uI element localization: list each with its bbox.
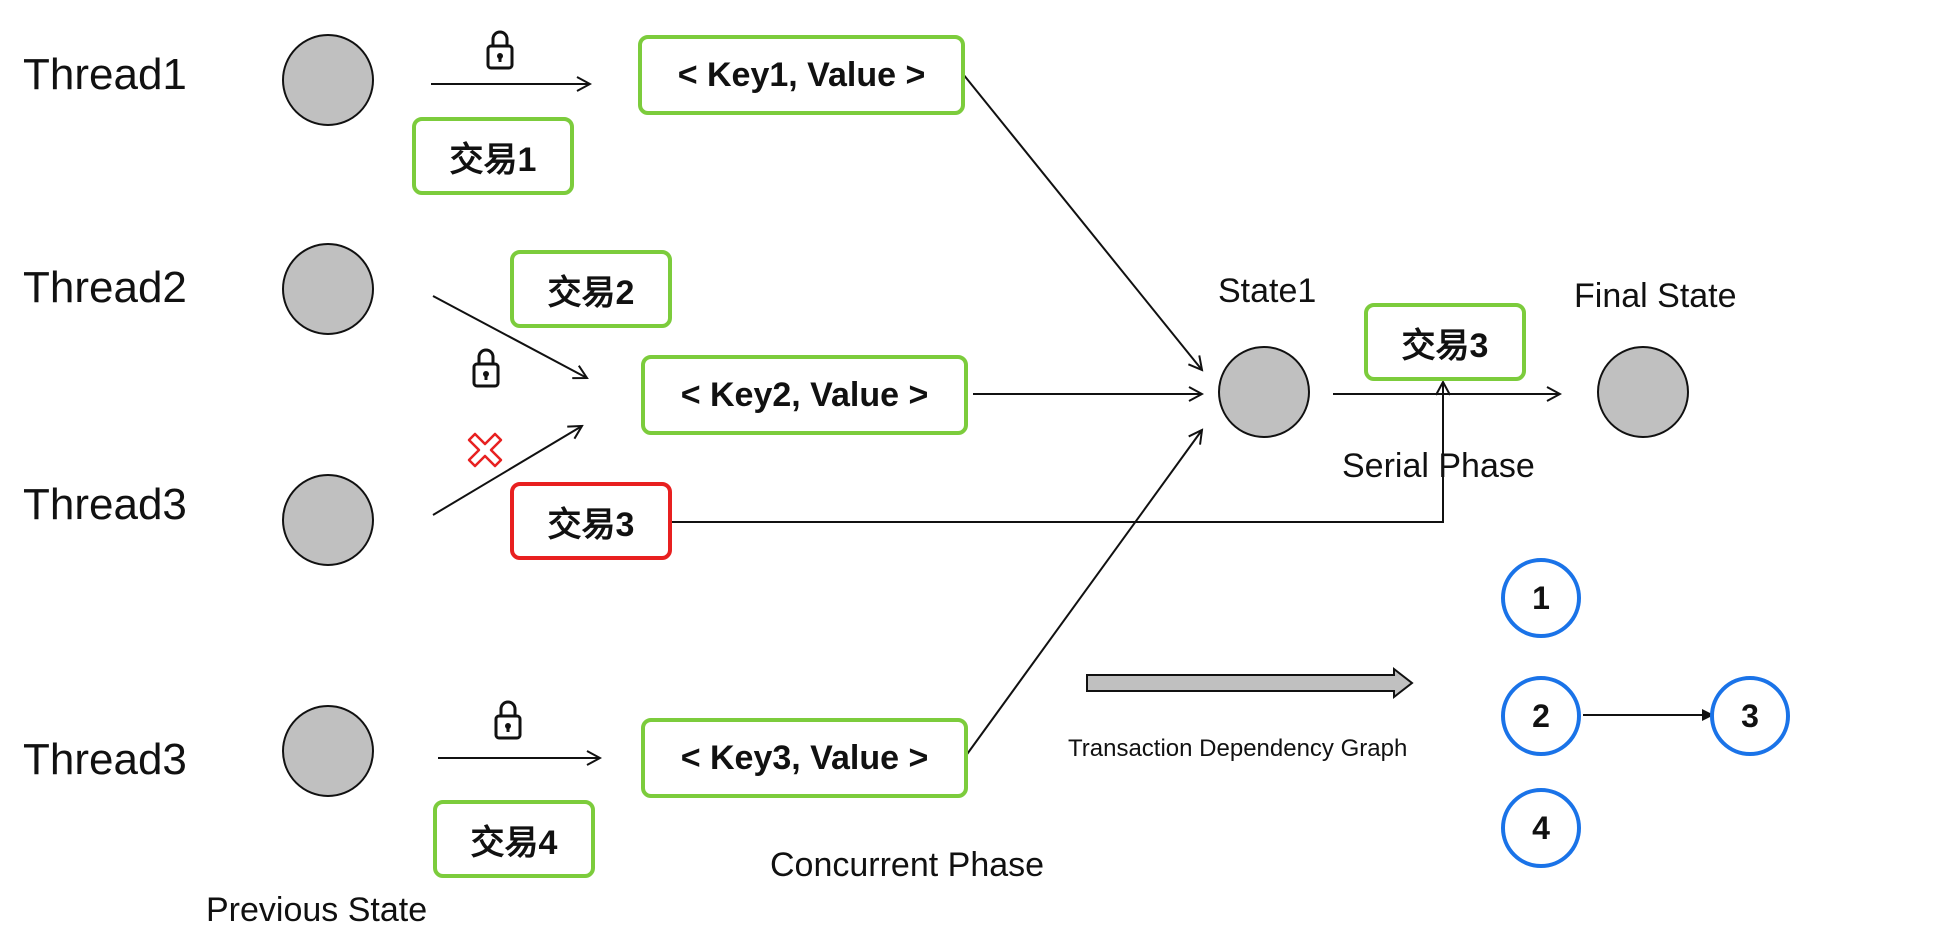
transaction-2-box: 交易2 — [510, 250, 672, 328]
red-x-icon — [467, 432, 503, 468]
key1-value-box: < Key1, Value > — [638, 35, 965, 115]
concurrent-phase-label: Concurrent Phase — [770, 846, 1045, 884]
dependency-node-2: 2 — [1501, 676, 1581, 756]
previous-state-node-2 — [282, 243, 374, 335]
thread2-label: Thread2 — [23, 263, 187, 312]
thread1-label: Thread1 — [23, 50, 187, 99]
state1-label: State1 — [1218, 272, 1317, 310]
key3-to-state1-arrow — [964, 430, 1202, 758]
previous-state-node-4 — [282, 705, 374, 797]
state1-node — [1218, 346, 1310, 438]
dependency-graph-label: Transaction Dependency Graph — [1068, 735, 1408, 762]
lock-icon — [494, 700, 522, 740]
tx3-reexecution-path — [670, 382, 1443, 523]
transaction-3-conflict-box: 交易3 — [510, 482, 672, 560]
thread4-label: Thread3 — [23, 735, 187, 784]
transaction-3-serial-box: 交易3 — [1364, 303, 1526, 381]
key3-value-box: < Key3, Value > — [641, 718, 968, 798]
dependency-node-1: 1 — [1501, 558, 1581, 638]
thread3-conflict-arrow — [432, 426, 582, 516]
key2-value-box: < Key2, Value > — [641, 355, 968, 435]
transaction-4-box: 交易4 — [433, 800, 595, 878]
final-state-label: Final State — [1574, 277, 1737, 315]
thread2-write-arrow — [432, 295, 587, 378]
previous-state-node-1 — [282, 34, 374, 126]
dependency-node-3: 3 — [1710, 676, 1790, 756]
final-state-node — [1597, 346, 1689, 438]
lock-icon — [486, 30, 514, 70]
serial-phase-label: Serial Phase — [1342, 447, 1535, 485]
key1-to-state1-arrow — [962, 73, 1202, 370]
dependency-graph-big-arrow — [1086, 666, 1414, 700]
thread3-label: Thread3 — [23, 480, 187, 529]
dependency-node-4: 4 — [1501, 788, 1581, 868]
transaction-1-box: 交易1 — [412, 117, 574, 195]
previous-state-label: Previous State — [206, 891, 428, 929]
lock-icon — [472, 348, 500, 388]
previous-state-node-3 — [282, 474, 374, 566]
